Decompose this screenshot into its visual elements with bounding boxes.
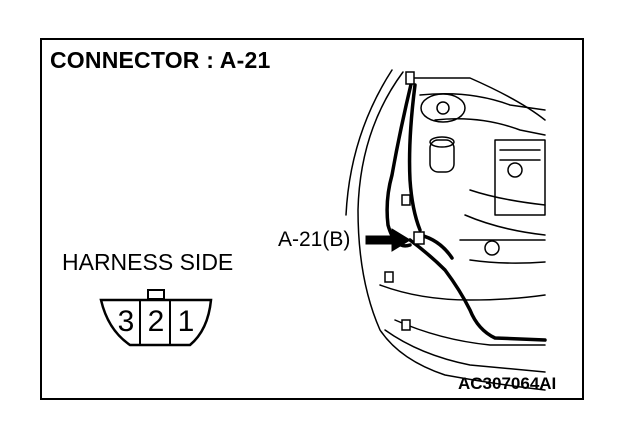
connector-pin-1: 1 [177,305,195,338]
firewall-line [407,77,546,121]
connector-a21-location [413,231,425,245]
diagram-title: CONNECTOR : A-21 [50,47,271,73]
strut-tower [420,93,466,123]
radiator-support [379,284,546,301]
callout-arrow [365,228,411,252]
connector-pin-2: 2 [147,305,165,338]
harness-side-label: HARNESS SIDE [62,249,234,275]
connector-outline [99,298,213,347]
reservoir [429,139,455,173]
bumper-line [384,329,546,373]
hood-edge [345,69,393,216]
engine-block [494,139,546,216]
connector-callout-label: A-21(B) [278,228,351,251]
fender-outline [357,71,546,391]
connector-pin-3: 3 [117,305,135,338]
